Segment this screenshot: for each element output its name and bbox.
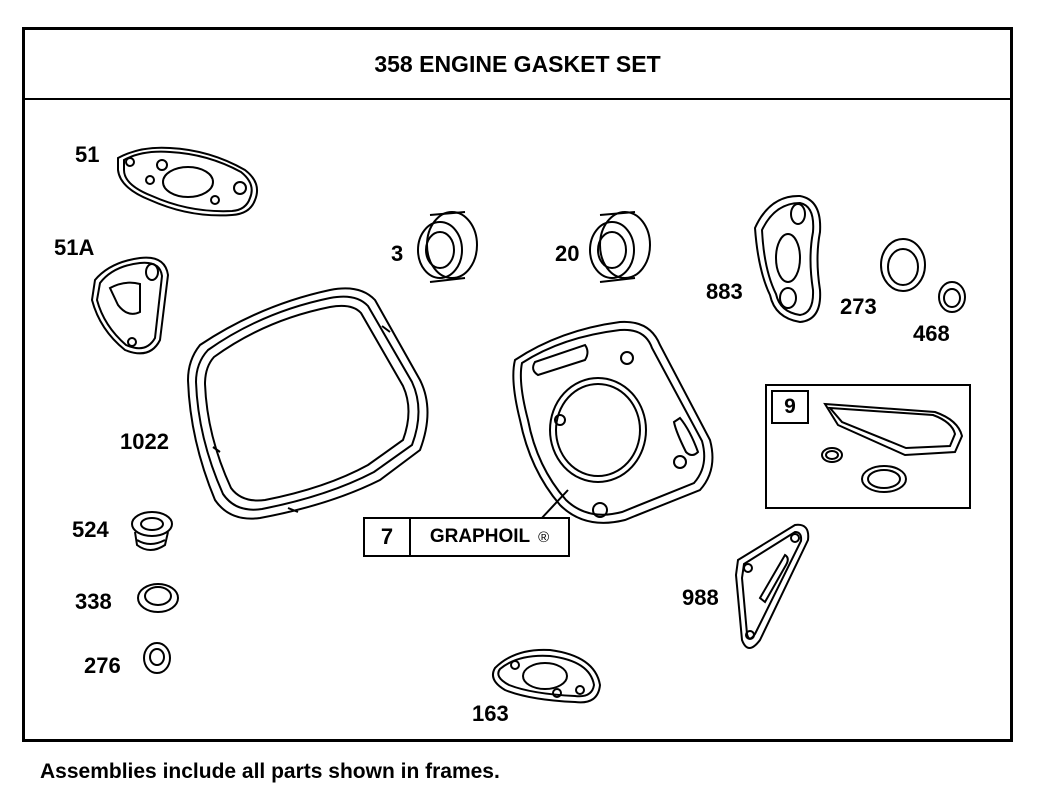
part-51-gasket	[117, 146, 258, 217]
part-276-seal	[143, 642, 171, 674]
part-20-oil-seal	[589, 211, 651, 283]
diagram-frame: 358 ENGINE GASKET SET	[22, 27, 1013, 742]
label-273: 273	[840, 294, 877, 319]
part-3-oil-seal	[417, 211, 478, 283]
frame-7-text: GRAPHOIL	[429, 526, 531, 547]
part-988-gasket	[734, 523, 810, 649]
part-468-washer	[938, 281, 966, 313]
frame-7-number: 7	[365, 519, 411, 555]
part-51a-gasket	[90, 256, 170, 355]
frame-9-assembly: 9	[765, 384, 971, 509]
label-51: 51	[75, 142, 100, 167]
footer-note: Assemblies include all parts shown in fr…	[40, 760, 500, 783]
label-988: 988	[682, 585, 719, 610]
label-524: 524	[72, 517, 109, 542]
diagram-title: 358 ENGINE GASKET SET	[25, 30, 1010, 100]
registered-mark: ®	[538, 528, 550, 546]
frame-9-number: 9	[771, 390, 809, 424]
label-51a: 51A	[54, 235, 95, 260]
part-1022-gasket	[186, 287, 429, 520]
part-7-head-gasket	[512, 320, 714, 524]
label-276: 276	[84, 653, 121, 678]
frame-7-callout: 7 GRAPHOIL ®	[363, 517, 570, 557]
label-338: 338	[75, 589, 112, 614]
part-273-seal	[880, 238, 926, 292]
label-883: 883	[706, 279, 743, 304]
part-524-plug	[131, 511, 173, 551]
part-338-seal	[137, 583, 179, 613]
frame-7-label: GRAPHOIL ®	[411, 519, 568, 555]
label-468: 468	[913, 321, 950, 346]
label-3: 3	[391, 241, 404, 266]
label-163: 163	[472, 701, 509, 726]
label-20: 20	[555, 241, 580, 266]
part-883-gasket	[753, 194, 822, 324]
part-9-gasket-parts	[821, 402, 964, 493]
part-163-gasket	[492, 648, 602, 704]
label-1022: 1022	[120, 429, 169, 454]
